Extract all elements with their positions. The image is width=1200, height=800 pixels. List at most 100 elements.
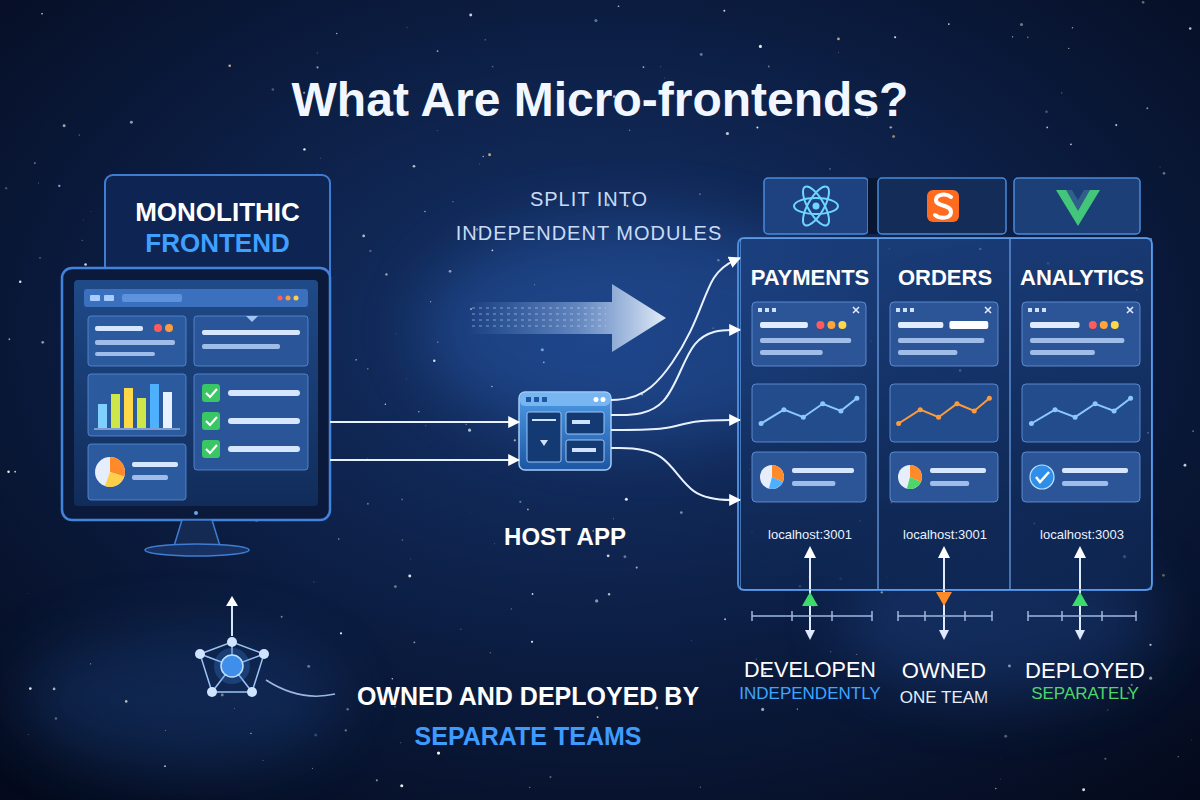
monitor-illustration-part bbox=[74, 280, 318, 506]
module-ui-cards-part bbox=[1030, 338, 1124, 343]
monitor-illustration-part bbox=[206, 389, 217, 397]
star bbox=[385, 404, 386, 405]
star bbox=[272, 88, 275, 91]
module-ui-cards-part bbox=[890, 452, 998, 502]
module-ui-cards-part bbox=[758, 308, 762, 312]
benefit-label: ONE TEAM bbox=[900, 688, 988, 708]
star bbox=[543, 362, 545, 364]
host-app-icon bbox=[519, 392, 611, 470]
star bbox=[519, 501, 521, 503]
module-ui-cards-part bbox=[1028, 308, 1032, 312]
star bbox=[413, 641, 415, 643]
star bbox=[529, 787, 530, 788]
deploy-flow-markers bbox=[752, 546, 1136, 640]
flow-arrow bbox=[611, 330, 740, 415]
star bbox=[699, 194, 700, 195]
module-ui-cards-part bbox=[760, 465, 784, 489]
monitor-illustration-part bbox=[154, 324, 162, 332]
deploy-arrow bbox=[936, 546, 952, 640]
star bbox=[39, 257, 40, 258]
module-ui-cards-part bbox=[1036, 472, 1049, 482]
deploy-arrow-part bbox=[1074, 546, 1086, 558]
star bbox=[479, 163, 481, 165]
module-ui-cards-part bbox=[936, 415, 941, 420]
module-ui-cards-part bbox=[752, 452, 866, 502]
star-field bbox=[5, 1, 1194, 791]
star bbox=[1046, 127, 1048, 129]
star bbox=[376, 779, 378, 781]
star bbox=[1000, 757, 1002, 759]
deploy-arrow-part bbox=[939, 630, 949, 640]
module-ui-cards-part bbox=[898, 350, 957, 355]
benefit-label: SEPARATELY bbox=[1031, 684, 1139, 704]
module-ui-cards-part bbox=[827, 321, 835, 329]
star bbox=[1008, 665, 1011, 668]
star bbox=[597, 716, 599, 718]
star bbox=[595, 599, 598, 602]
star bbox=[336, 33, 338, 35]
star bbox=[405, 378, 407, 380]
timeline-part bbox=[871, 611, 873, 621]
star bbox=[433, 360, 435, 362]
team-network-icon-part bbox=[266, 680, 335, 696]
framework-tabs bbox=[764, 178, 1140, 234]
node-heading: MONOLITHIC bbox=[135, 198, 300, 228]
star bbox=[316, 66, 318, 68]
star bbox=[425, 425, 427, 427]
star bbox=[1107, 709, 1109, 711]
star bbox=[90, 211, 92, 213]
framework-tabs-part bbox=[1014, 178, 1140, 234]
monitor-illustration-part bbox=[105, 472, 124, 487]
star bbox=[830, 651, 832, 653]
monitor-illustration-part bbox=[278, 296, 283, 301]
vue-logo-part bbox=[1056, 190, 1100, 226]
monolith-frontend: MONOLITHICFRONTEND bbox=[62, 175, 330, 525]
star bbox=[395, 333, 397, 335]
monitor-illustration-part bbox=[137, 398, 146, 428]
monitor-illustration-part bbox=[228, 446, 300, 452]
split-arrow-part bbox=[472, 307, 606, 309]
monitor-illustration-part bbox=[163, 392, 172, 428]
svelte-logo-part bbox=[935, 195, 951, 218]
split-arrow-part bbox=[472, 308, 606, 326]
monitor-illustration-part bbox=[98, 404, 107, 428]
star bbox=[53, 688, 56, 691]
timeline-part bbox=[831, 611, 833, 621]
module-ui-cards-part bbox=[1022, 384, 1140, 442]
module-ui-cards-part bbox=[760, 350, 823, 355]
star bbox=[402, 539, 404, 541]
star bbox=[346, 708, 349, 711]
star bbox=[466, 424, 467, 425]
deploy-arrow-part bbox=[805, 630, 815, 640]
star bbox=[514, 439, 516, 441]
monitor-illustration-part bbox=[62, 268, 330, 520]
module-ui-cards-part bbox=[838, 321, 846, 329]
module-ui-cards-part bbox=[972, 408, 977, 413]
star bbox=[1162, 574, 1165, 577]
monitor-illustration-part bbox=[88, 316, 186, 366]
star bbox=[534, 284, 535, 285]
module-ui-cards-part bbox=[1112, 408, 1117, 413]
monitor-illustration-part bbox=[206, 417, 217, 425]
team-caption: SEPARATE TEAMS bbox=[415, 722, 642, 751]
star bbox=[1178, 756, 1179, 757]
monitor-illustration-part bbox=[286, 296, 291, 301]
star bbox=[768, 66, 770, 68]
team-network-icon-part bbox=[200, 642, 264, 692]
label-slot: SEPARATELY bbox=[1020, 684, 1150, 704]
star bbox=[468, 429, 471, 432]
star bbox=[491, 386, 492, 387]
module-heading: ORDERS bbox=[898, 265, 992, 290]
star bbox=[8, 338, 10, 340]
star bbox=[618, 5, 620, 7]
module-ui-cards-part bbox=[918, 407, 923, 412]
monitor-illustration-part bbox=[228, 390, 300, 396]
text-slot: HOST APP bbox=[504, 523, 626, 551]
star bbox=[369, 250, 371, 252]
micro-frontend-module: ORDERSlocalhost:3001 bbox=[878, 238, 1010, 590]
team-caption: OWNED AND DEPLOYED BY bbox=[357, 682, 699, 711]
host-app-icon-part bbox=[542, 397, 547, 402]
svelte-logo-part bbox=[927, 190, 959, 222]
